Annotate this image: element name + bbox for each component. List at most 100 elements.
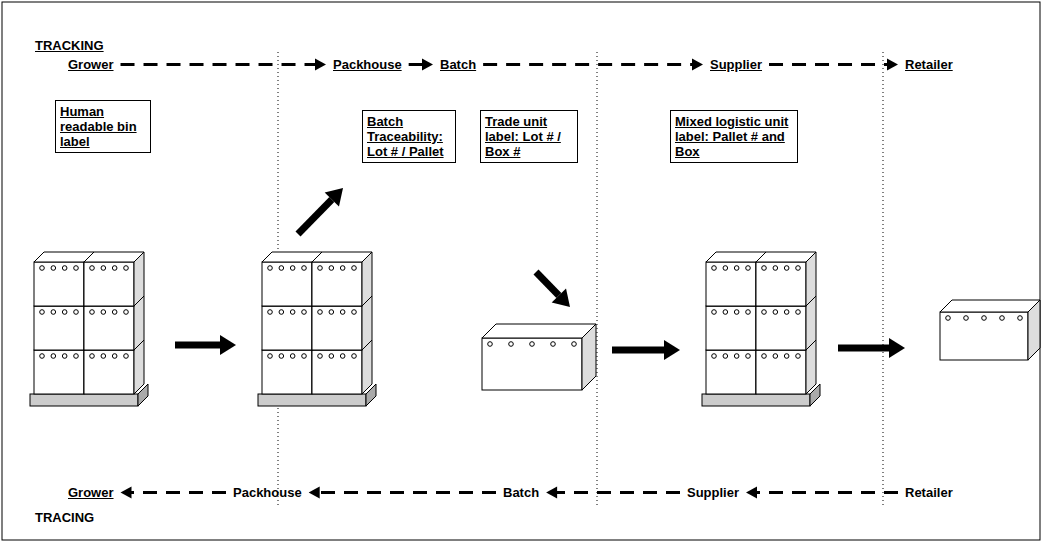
stage-name: Batch xyxy=(440,57,476,72)
label-text: Batch Traceability: Lot # / Pallet xyxy=(367,114,451,159)
stroke xyxy=(329,266,334,271)
stroke xyxy=(982,316,987,321)
dashed-arrow xyxy=(483,59,703,71)
stroke xyxy=(773,266,778,271)
stroke xyxy=(262,262,312,306)
stroke xyxy=(121,63,316,66)
stroke xyxy=(482,324,596,338)
stroke xyxy=(746,487,757,499)
section-title: TRACKING xyxy=(35,38,104,53)
stroke xyxy=(74,354,79,359)
stroke xyxy=(887,59,898,71)
stroke xyxy=(40,310,45,315)
stroke xyxy=(769,63,888,66)
stage-name: Batch xyxy=(503,485,539,500)
stroke xyxy=(706,306,756,350)
stroke xyxy=(946,316,951,321)
stroke xyxy=(796,354,801,359)
stage-name: Supplier xyxy=(687,485,739,500)
stroke xyxy=(352,310,357,315)
stroke xyxy=(712,266,717,271)
stroke xyxy=(220,335,236,355)
dashed-arrow xyxy=(546,487,680,499)
stroke xyxy=(62,266,67,271)
stroke xyxy=(124,354,129,359)
stage-text: Grower xyxy=(68,485,114,500)
stage-text: Packhouse xyxy=(333,57,402,72)
stroke xyxy=(121,487,132,499)
stroke xyxy=(84,262,134,306)
stroke xyxy=(268,354,273,359)
stroke xyxy=(40,266,45,271)
dashed-arrow xyxy=(746,487,898,499)
stage-text: Supplier xyxy=(710,57,762,72)
stage-name: Supplier xyxy=(710,57,762,72)
stroke xyxy=(51,354,56,359)
stroke xyxy=(302,266,307,271)
stroke xyxy=(312,350,362,394)
dashed-arrow xyxy=(121,59,326,71)
stroke xyxy=(62,354,67,359)
stroke xyxy=(112,354,117,359)
stroke xyxy=(319,491,496,494)
stroke xyxy=(279,310,284,315)
stroke xyxy=(706,350,756,394)
stroke xyxy=(124,310,129,315)
flow-arrow xyxy=(298,188,343,234)
stroke xyxy=(756,491,898,494)
stroke xyxy=(340,266,345,271)
stroke xyxy=(74,310,79,315)
stroke xyxy=(692,59,703,71)
stroke xyxy=(482,338,582,390)
stroke xyxy=(536,272,559,296)
stroke xyxy=(1028,300,1040,360)
stroke xyxy=(796,266,801,271)
stroke xyxy=(734,266,739,271)
stroke xyxy=(1018,316,1023,321)
label-box: Human readable bin label xyxy=(55,100,151,153)
flow-arrow xyxy=(175,335,236,355)
stroke xyxy=(838,345,889,352)
stroke xyxy=(762,310,767,315)
stroke xyxy=(329,354,334,359)
stroke xyxy=(279,266,284,271)
stroke xyxy=(62,310,67,315)
stage-name: Packhouse xyxy=(333,57,402,72)
stroke xyxy=(302,354,307,359)
stage-text: Retailer xyxy=(905,485,953,500)
stroke xyxy=(84,350,134,394)
stroke xyxy=(409,63,423,66)
stroke xyxy=(268,266,273,271)
stroke xyxy=(488,342,493,347)
dashed-arrow xyxy=(121,487,226,499)
flow-arrow xyxy=(612,340,680,360)
stroke xyxy=(134,252,144,306)
stroke xyxy=(723,266,728,271)
stroke xyxy=(712,310,717,315)
stroke xyxy=(262,306,312,350)
dashed-arrow xyxy=(309,487,496,499)
stroke xyxy=(90,354,95,359)
stroke xyxy=(302,310,307,315)
stroke xyxy=(290,310,295,315)
stroke xyxy=(762,354,767,359)
stroke xyxy=(773,354,778,359)
stroke xyxy=(762,266,767,271)
stroke xyxy=(723,354,728,359)
stroke xyxy=(773,310,778,315)
stroke xyxy=(340,310,345,315)
stage-divider xyxy=(278,52,883,505)
flow-arrow xyxy=(838,338,905,358)
stroke xyxy=(112,310,117,315)
stroke xyxy=(262,350,312,394)
stage-text: Packhouse xyxy=(233,485,302,500)
dashed-arrow xyxy=(769,59,898,71)
stroke xyxy=(702,394,810,406)
stroke xyxy=(312,306,362,350)
stroke xyxy=(940,312,1028,360)
stroke xyxy=(258,394,366,406)
stroke xyxy=(101,266,106,271)
stage-name: Grower xyxy=(68,57,114,72)
stroke xyxy=(318,354,323,359)
